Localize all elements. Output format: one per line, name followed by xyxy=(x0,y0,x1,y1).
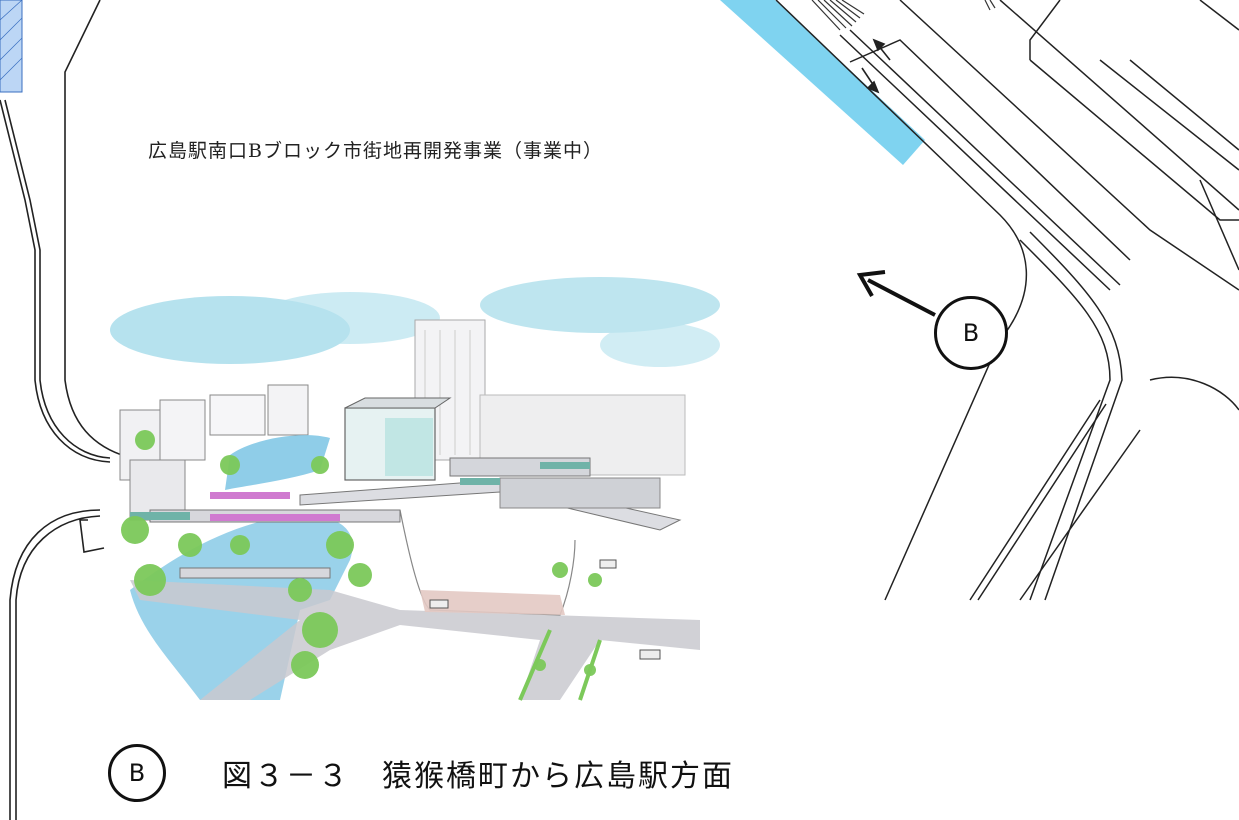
caption-marker: B xyxy=(108,744,166,802)
viewpoint-marker: B xyxy=(934,296,1008,370)
crosswalk xyxy=(811,0,996,31)
caption-title: 図３－３ 猿猴橋町から広島駅方面 xyxy=(222,759,734,794)
lane-arrows xyxy=(861,38,891,94)
aerial-city-illustration xyxy=(110,277,720,701)
block-name-label: 広島駅南口Bブロック市街地再開発事業（事業中） xyxy=(148,140,603,162)
arrow-up-left-icon xyxy=(856,270,936,317)
left-road-lines xyxy=(0,0,141,820)
figure-caption: B 図３－３ 猿猴橋町から広島駅方面 xyxy=(108,740,734,806)
right-road-lines xyxy=(775,0,1239,601)
patterned-corner xyxy=(0,0,23,93)
highlight-strip xyxy=(720,0,925,165)
